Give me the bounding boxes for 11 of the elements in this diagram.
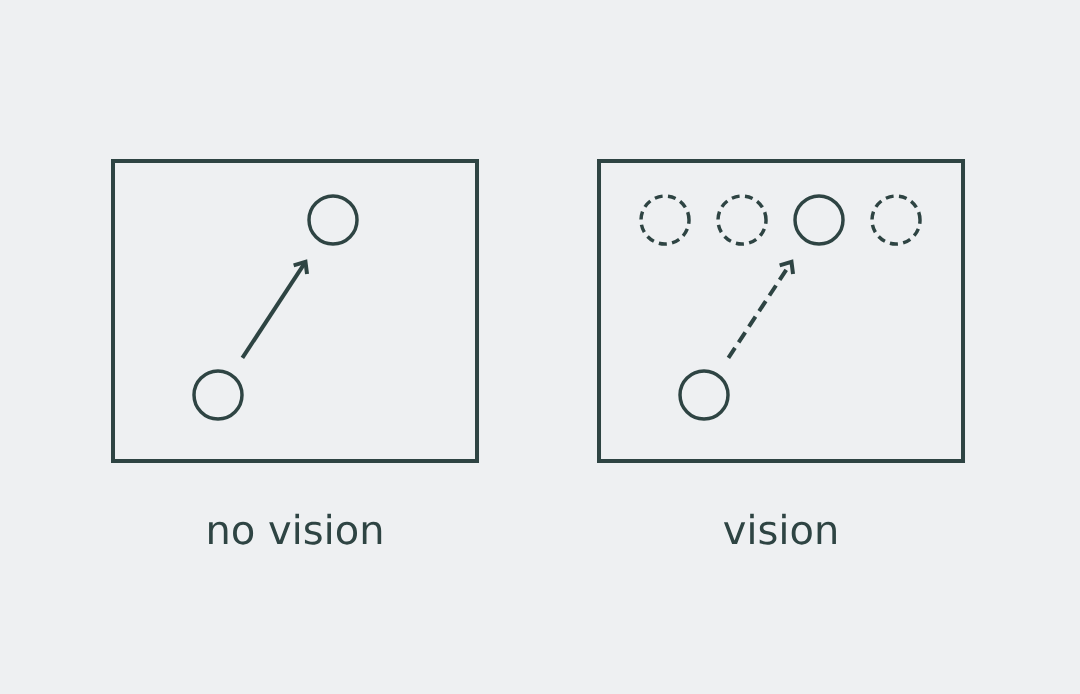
dashed-circle [870,194,922,246]
circle [192,369,244,421]
circle [307,194,359,246]
dashed-circle [716,194,768,246]
circle [793,194,845,246]
arrow [240,259,309,359]
arrow [726,259,796,359]
box-title: no vision [209,513,382,545]
dashed-circle [639,194,691,246]
box-title: vision [723,513,836,545]
circle [678,369,730,421]
